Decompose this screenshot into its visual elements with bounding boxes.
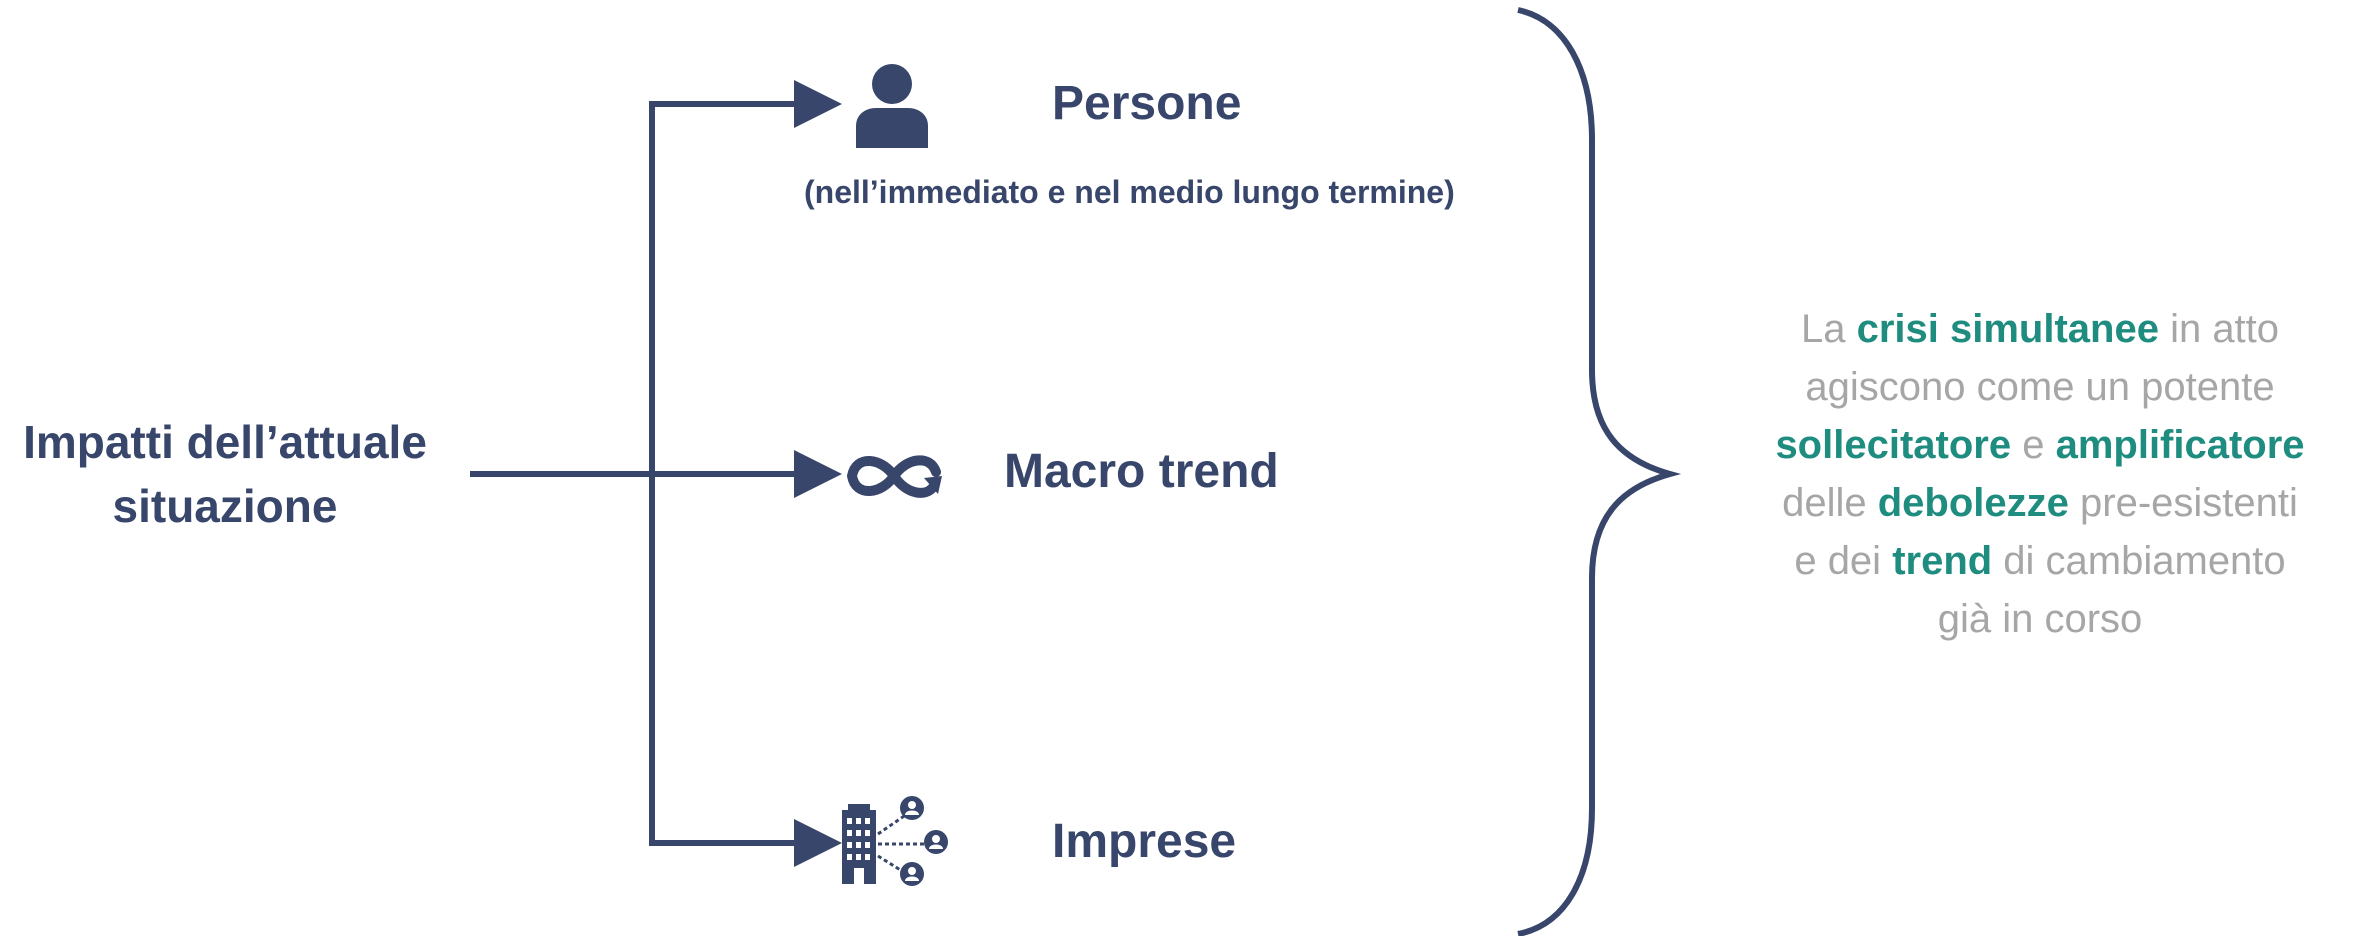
branch-label-macro-trend: Macro trend [1004,445,1279,498]
main-title: Impatti dell’attuale situazione [0,410,450,538]
summary-text-fragment: e [2011,423,2056,467]
summary-line-5: e dei trend di cambiamento [1740,532,2340,590]
summary-line-3: sollecitatore e amplificatore [1740,416,2340,474]
summary-text: La crisi simultanee in atto agiscono com… [1740,300,2340,648]
infinity-loop-icon [842,448,946,504]
person-icon [852,62,932,148]
curly-brace [1517,7,1682,936]
highlight-amplificatore: amplificatore [2055,423,2305,467]
summary-text-fragment: La [1800,307,1857,351]
summary-text-fragment: in atto [2158,307,2280,351]
branch-label-persone: Persone [1052,77,1242,130]
summary-line-2: agiscono come un potente [1805,365,2275,409]
summary-line-6: già in corso [1937,597,2143,641]
main-title-line2: situazione [112,480,338,532]
building-network-icon [838,794,950,888]
summary-line-4: delle debolezze pre-esistenti [1740,474,2340,532]
highlight-debolezze: debolezze [1877,481,2069,525]
main-title-line1: Impatti dell’attuale [23,416,427,468]
highlight-crisi-simultanee: crisi simultanee [1856,307,2159,351]
summary-line-1: La crisi simultanee in atto [1740,300,2340,358]
summary-text-fragment: delle [1782,481,1878,525]
summary-text-fragment: pre-esistenti [2068,481,2298,525]
summary-text-fragment: e dei [1794,539,1893,583]
summary-text-fragment: di cambiamento [1992,539,2286,583]
branch-label-imprese: Imprese [1052,815,1237,868]
highlight-trend: trend [1892,539,1993,583]
branch-subtitle-persone: (nell’immediato e nel medio lungo termin… [804,174,1455,210]
highlight-sollecitatore: sollecitatore [1775,423,2012,467]
